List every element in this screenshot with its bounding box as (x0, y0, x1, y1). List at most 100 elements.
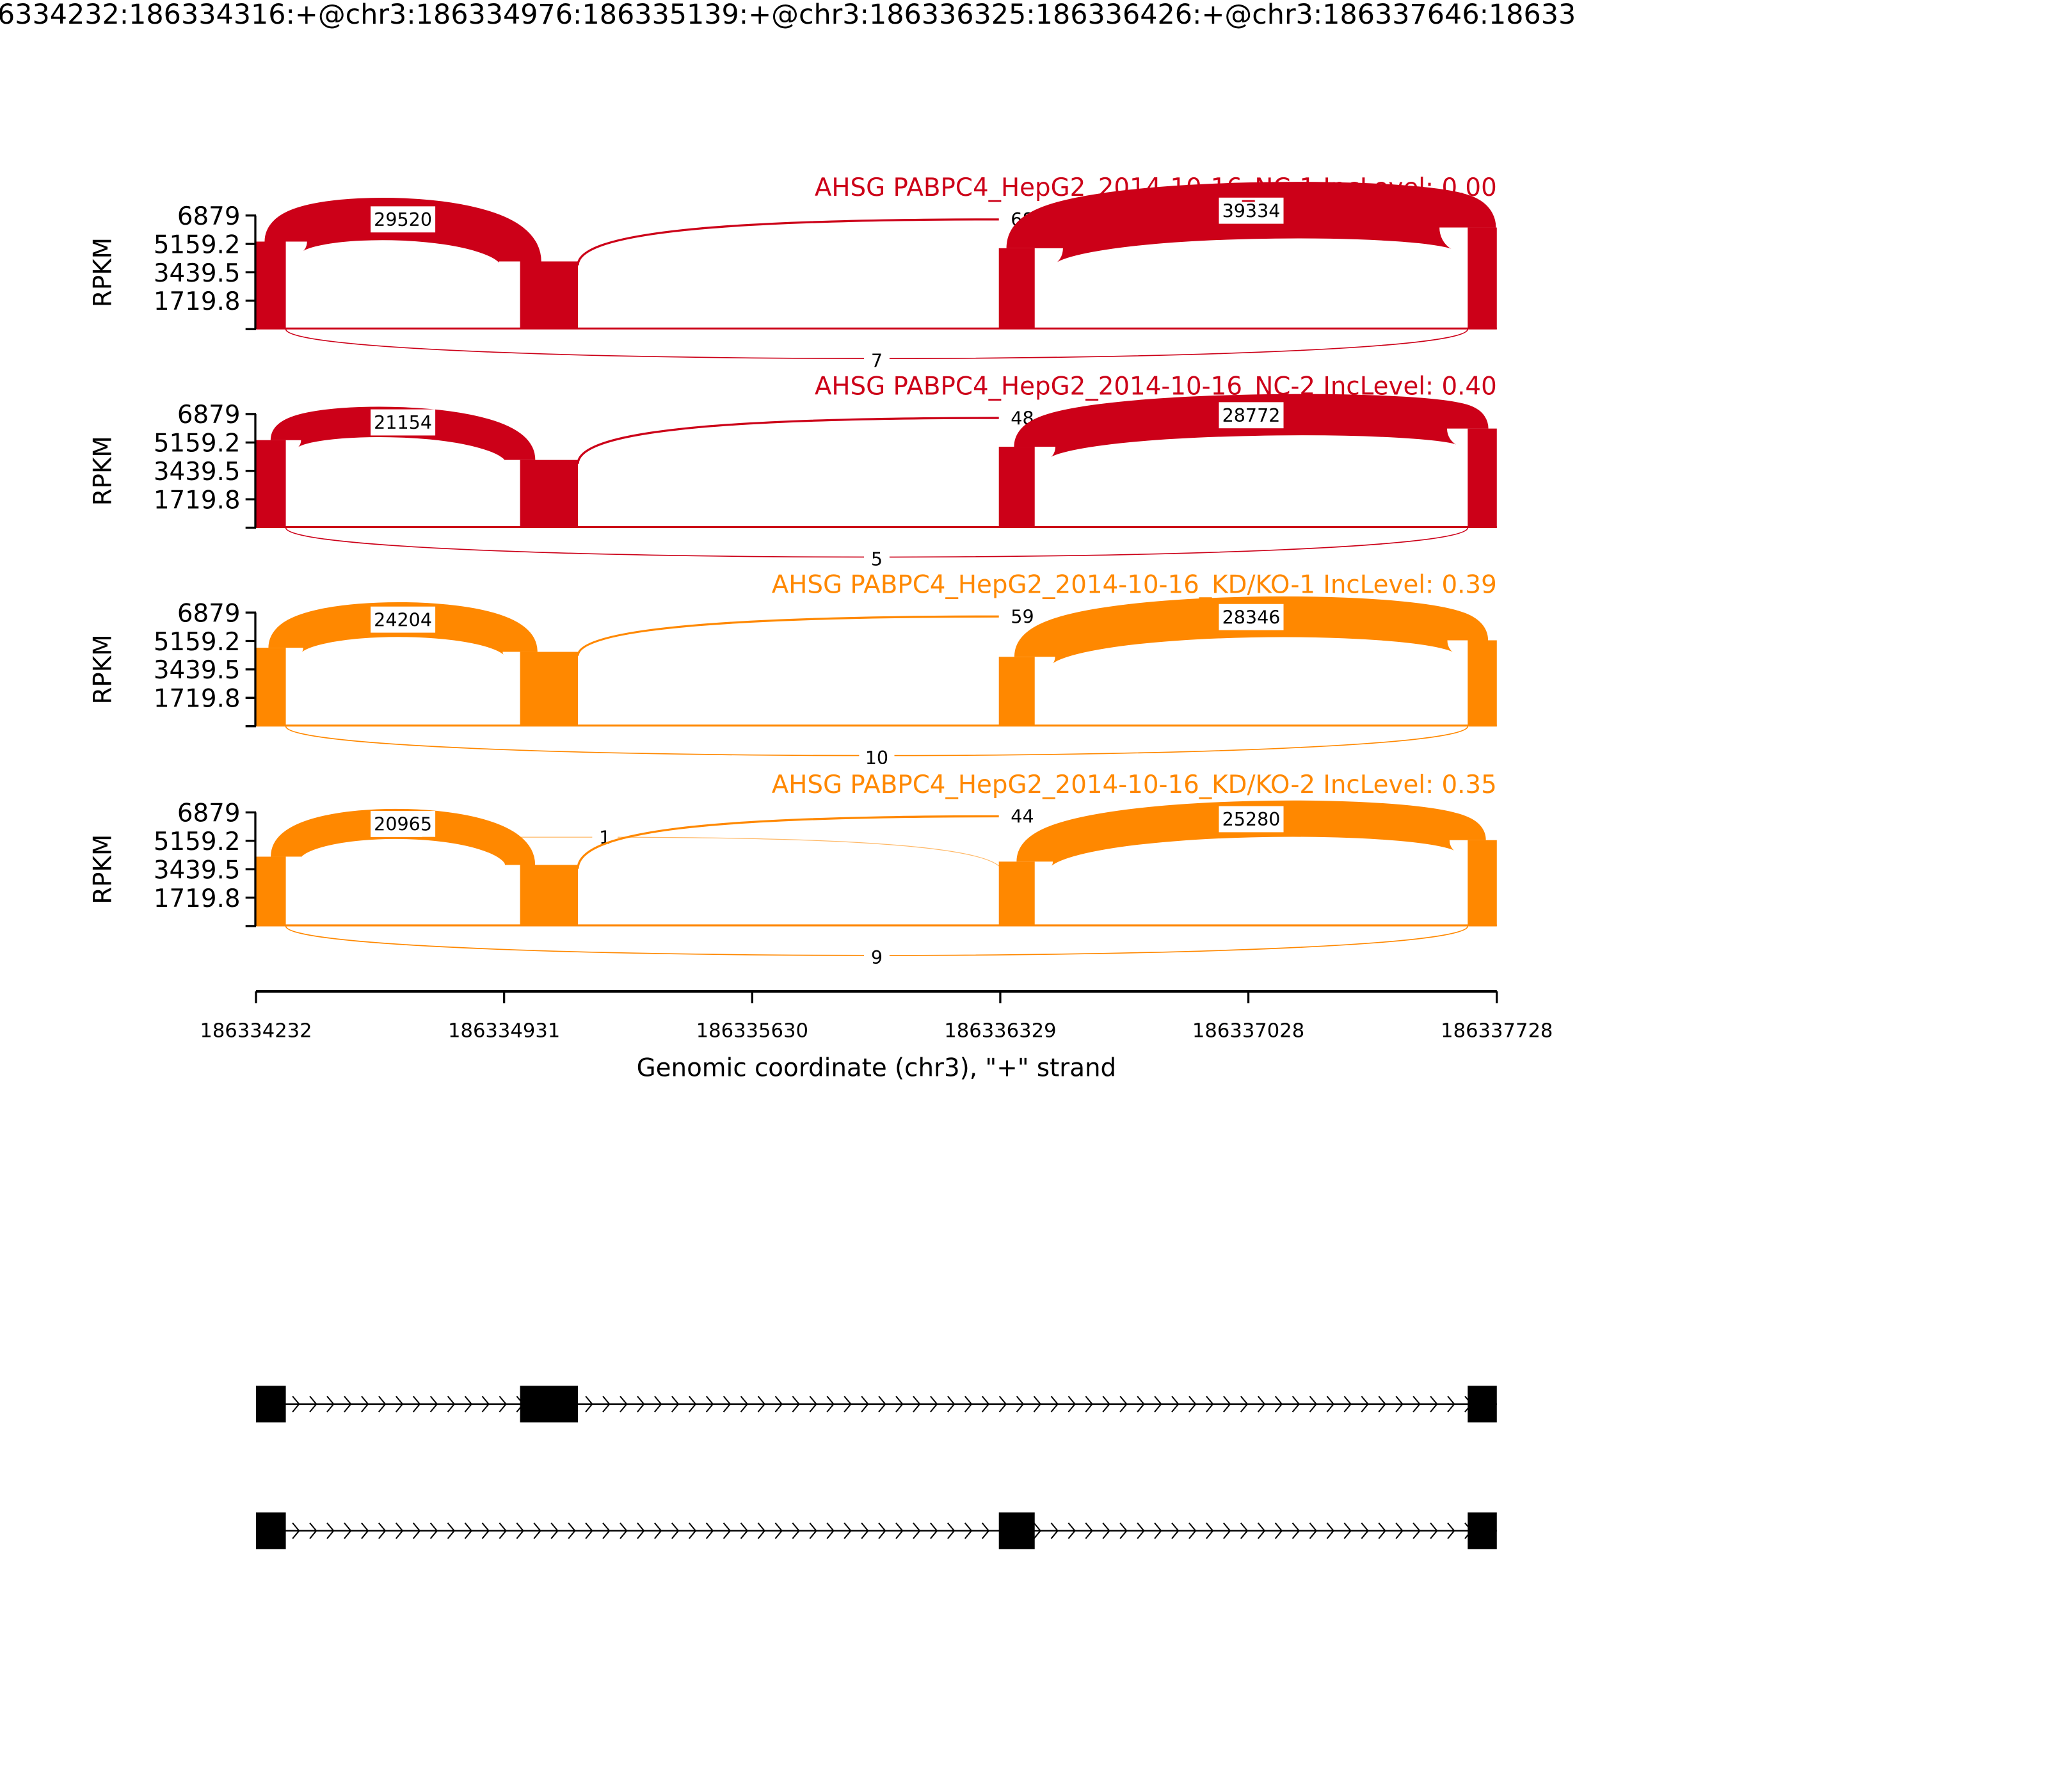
strand-chevron-icon (1257, 1395, 1266, 1412)
strand-chevron-icon (361, 1522, 369, 1539)
y-tick-label: 6879 (177, 799, 241, 828)
strand-chevron-icon (1326, 1395, 1335, 1412)
junction-label-box (371, 606, 436, 633)
x-tick-label: 186335630 (696, 1020, 808, 1042)
exon-coverage-bar (520, 652, 578, 726)
strand-chevron-icon (585, 1522, 593, 1539)
strand-chevron-icon (1137, 1395, 1145, 1412)
panel-label: AHSG PABPC4_HepG2_2014-10-16_NC-1 IncLev… (815, 173, 1497, 202)
strand-chevron-icon (913, 1395, 921, 1412)
junction-label: 28772 (1222, 404, 1281, 426)
strand-chevron-icon (774, 1522, 783, 1539)
strand-chevron-icon (861, 1395, 869, 1412)
y-tick-label: 1719.8 (154, 287, 241, 316)
junction-label-box (592, 824, 618, 851)
junction-label-box (1219, 806, 1284, 833)
strand-chevron-icon (1326, 1522, 1335, 1539)
strand-chevron-icon (1102, 1395, 1110, 1412)
y-axis-label: RPKM (88, 634, 117, 704)
strand-chevron-icon (1447, 1522, 1455, 1539)
panel-label: AHSG PABPC4_HepG2_2014-10-16_NC-2 IncLev… (815, 372, 1497, 401)
strand-chevron-icon (1085, 1522, 1093, 1539)
strand-chevron-icon (620, 1522, 628, 1539)
exon-coverage-bar (256, 241, 286, 330)
strand-chevron-icon (947, 1522, 956, 1539)
junction-label: 44 (1011, 806, 1034, 828)
strand-chevron-icon (826, 1522, 835, 1539)
junction-label: 7 (871, 349, 883, 371)
strand-chevron-icon (861, 1522, 869, 1539)
strand-chevron-icon (516, 1522, 524, 1539)
strand-chevron-icon (309, 1395, 317, 1412)
exon-block (520, 1386, 578, 1423)
strand-chevron-icon (309, 1522, 317, 1539)
strand-chevron-icon (602, 1522, 611, 1539)
strand-chevron-icon (654, 1522, 662, 1539)
strand-chevron-icon (895, 1522, 904, 1539)
strand-chevron-icon (361, 1395, 369, 1412)
strand-chevron-icon (1033, 1522, 1042, 1539)
strand-chevron-icon (292, 1522, 300, 1539)
strand-chevron-icon (378, 1522, 387, 1539)
junction-arc (422, 836, 1000, 867)
strand-chevron-icon (1292, 1395, 1300, 1412)
strand-chevron-icon (602, 1395, 611, 1412)
y-axis-label: RPKM (88, 835, 117, 904)
y-tick-label: 3439.5 (154, 259, 241, 288)
strand-chevron-icon (1412, 1522, 1421, 1539)
strand-chevron-icon (585, 1395, 593, 1412)
exon-block (256, 1512, 286, 1549)
strand-chevron-icon (878, 1395, 886, 1412)
strand-chevron-icon (1050, 1522, 1059, 1539)
strand-chevron-icon (964, 1522, 973, 1539)
x-tick-label: 186334931 (448, 1020, 560, 1042)
strand-chevron-icon (637, 1395, 645, 1412)
strand-chevron-icon (809, 1522, 817, 1539)
strand-chevron-icon (740, 1522, 749, 1539)
strand-chevron-icon (1119, 1395, 1128, 1412)
strand-chevron-icon (671, 1395, 680, 1412)
strand-chevron-icon (499, 1522, 507, 1539)
strand-chevron-icon (671, 1522, 680, 1539)
strand-chevron-icon (464, 1395, 473, 1412)
x-tick-label: 186334232 (200, 1020, 312, 1042)
exon-block (1468, 1386, 1497, 1423)
strand-chevron-icon (654, 1395, 662, 1412)
exon-coverage-bar (1468, 428, 1497, 528)
strand-chevron-icon (637, 1522, 645, 1539)
strand-chevron-icon (1343, 1395, 1352, 1412)
strand-chevron-icon (481, 1522, 490, 1539)
y-tick-label: 6879 (177, 599, 241, 628)
junction-arc (577, 815, 999, 869)
strand-chevron-icon (740, 1395, 749, 1412)
strand-chevron-icon (1171, 1395, 1180, 1412)
y-tick-label: 3439.5 (154, 656, 241, 685)
strand-chevron-icon (1309, 1522, 1318, 1539)
exon-block (998, 1512, 1035, 1549)
strand-chevron-icon (481, 1395, 490, 1412)
gene-models (256, 1386, 1497, 1549)
y-tick-label: 6879 (177, 202, 241, 231)
junction-arc (577, 218, 999, 266)
strand-chevron-icon (1171, 1522, 1180, 1539)
junction-label: 20965 (374, 813, 432, 835)
strand-chevron-icon (792, 1522, 800, 1539)
strand-chevron-icon (1240, 1522, 1249, 1539)
strand-chevron-icon (344, 1395, 352, 1412)
junction-arc (577, 417, 999, 464)
exon-coverage-bar (256, 856, 286, 926)
strand-chevron-icon (1068, 1522, 1076, 1539)
strand-chevron-icon (499, 1395, 507, 1412)
junction-label: 28346 (1222, 606, 1281, 628)
x-tick-label: 186337028 (1192, 1020, 1304, 1042)
strand-chevron-icon (705, 1522, 714, 1539)
exon-coverage-bar (1468, 227, 1497, 330)
strand-chevron-icon (533, 1522, 541, 1539)
strand-chevron-icon (1033, 1395, 1042, 1412)
y-tick-label: 1719.8 (154, 486, 241, 515)
junction-label: 10 (865, 747, 888, 769)
strand-chevron-icon (723, 1395, 732, 1412)
